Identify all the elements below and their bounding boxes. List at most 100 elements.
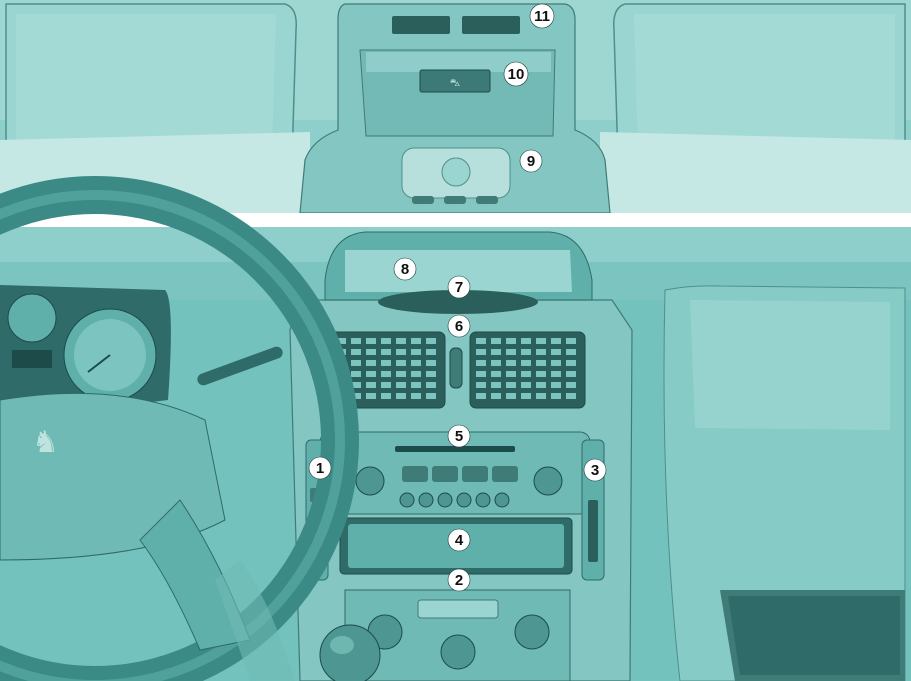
gear-knob-highlight (330, 636, 354, 654)
callout-1: 1 (309, 457, 331, 479)
vent-louvre (491, 338, 501, 344)
vent-louvre (506, 360, 516, 366)
vent-louvre (366, 393, 376, 399)
vent-louvre (566, 360, 576, 366)
vent-louvre (536, 382, 546, 388)
preset-button (495, 493, 509, 507)
callout-10: 10 (504, 62, 528, 86)
vent-louvre (521, 382, 531, 388)
callout-6: 6 (448, 315, 470, 337)
vent-louvre (536, 393, 546, 399)
callout-2: 2 (448, 569, 470, 591)
callout-9: 9 (520, 150, 542, 172)
vent-louvre (426, 349, 436, 355)
vent-louvre (491, 349, 501, 355)
callout-4: 4 (448, 529, 470, 551)
passenger-airbag-panel (690, 300, 890, 430)
audio-button-2 (432, 466, 458, 482)
callout-label-1: 1 (316, 460, 324, 477)
vent-louvre (551, 382, 561, 388)
lamp-switch-left (412, 196, 434, 204)
audio-button-3 (462, 466, 488, 482)
vent-louvre (351, 349, 361, 355)
vent-louvre (396, 371, 406, 377)
vent-louvre (381, 360, 391, 366)
vent-louvre (426, 371, 436, 377)
vent-louvre (536, 349, 546, 355)
brand-lion-icon: ♞ (32, 425, 59, 460)
callout-label-6: 6 (455, 318, 463, 335)
right-visor-face (634, 14, 895, 155)
vent-louvre (351, 338, 361, 344)
vent-louvre (566, 382, 576, 388)
vent-louvre (566, 349, 576, 355)
vent-louvre (491, 371, 501, 377)
vent-louvre (411, 393, 421, 399)
climate-button-strip (418, 600, 498, 618)
vent-louvre (351, 360, 361, 366)
callout-5: 5 (448, 425, 470, 447)
vent-louvre (396, 338, 406, 344)
callout-label-2: 2 (455, 572, 463, 589)
vent-louvre (476, 382, 486, 388)
vent-louvre (536, 338, 546, 344)
vent-louvre (551, 338, 561, 344)
vent-louvre (411, 349, 421, 355)
vent-louvre (476, 338, 486, 344)
vent-louvre (381, 393, 391, 399)
right-windscreen-strip (600, 132, 911, 213)
vent-louvre (551, 349, 561, 355)
vent-louvre (536, 371, 546, 377)
vent-louvre (506, 349, 516, 355)
vent-louvre (381, 338, 391, 344)
callout-label-10: 10 (508, 66, 525, 83)
cd-slot (395, 446, 515, 452)
vent-louvre (396, 349, 406, 355)
vent-louvre (426, 382, 436, 388)
vent-louvre (491, 393, 501, 399)
vent-louvre (426, 393, 436, 399)
vent-louvre (566, 371, 576, 377)
vent-louvre (411, 382, 421, 388)
vent-louvre (411, 371, 421, 377)
vent-louvre (381, 371, 391, 377)
callout-7: 7 (448, 276, 470, 298)
callout-label-9: 9 (527, 153, 535, 170)
vent-louvre (506, 382, 516, 388)
vent-louvre (506, 338, 516, 344)
vent-louvre (551, 371, 561, 377)
callout-label-5: 5 (455, 428, 463, 445)
cluster-display (12, 350, 52, 368)
vent-louvre (551, 393, 561, 399)
overhead-slot-right (462, 16, 520, 34)
callout-label-4: 4 (455, 532, 464, 549)
vent-louvre (366, 371, 376, 377)
vent-louvre (476, 393, 486, 399)
vent-louvre (366, 382, 376, 388)
vent-louvre (476, 360, 486, 366)
vent-louvre (521, 349, 531, 355)
air-distribution-knob (515, 615, 549, 649)
callout-8: 8 (394, 258, 416, 280)
vent-louvre (491, 360, 501, 366)
callout-label-7: 7 (455, 279, 463, 296)
vent-louvre (381, 349, 391, 355)
vent-louvre (536, 360, 546, 366)
vent-louvre (506, 393, 516, 399)
rev-counter (8, 294, 56, 342)
gear-knob (320, 625, 380, 681)
glovebox-interior (728, 596, 900, 675)
preset-button (400, 493, 414, 507)
temperature-knob (441, 635, 475, 669)
callout-11: 11 (530, 4, 554, 28)
vent-louvre (521, 338, 531, 344)
vent-louvre (396, 393, 406, 399)
preset-button (419, 493, 433, 507)
callout-label-8: 8 (401, 261, 409, 278)
vent-louvre (566, 338, 576, 344)
vent-louvre (476, 371, 486, 377)
callout-label-3: 3 (591, 462, 599, 479)
overhead-slot-left (392, 16, 450, 34)
preset-button (476, 493, 490, 507)
